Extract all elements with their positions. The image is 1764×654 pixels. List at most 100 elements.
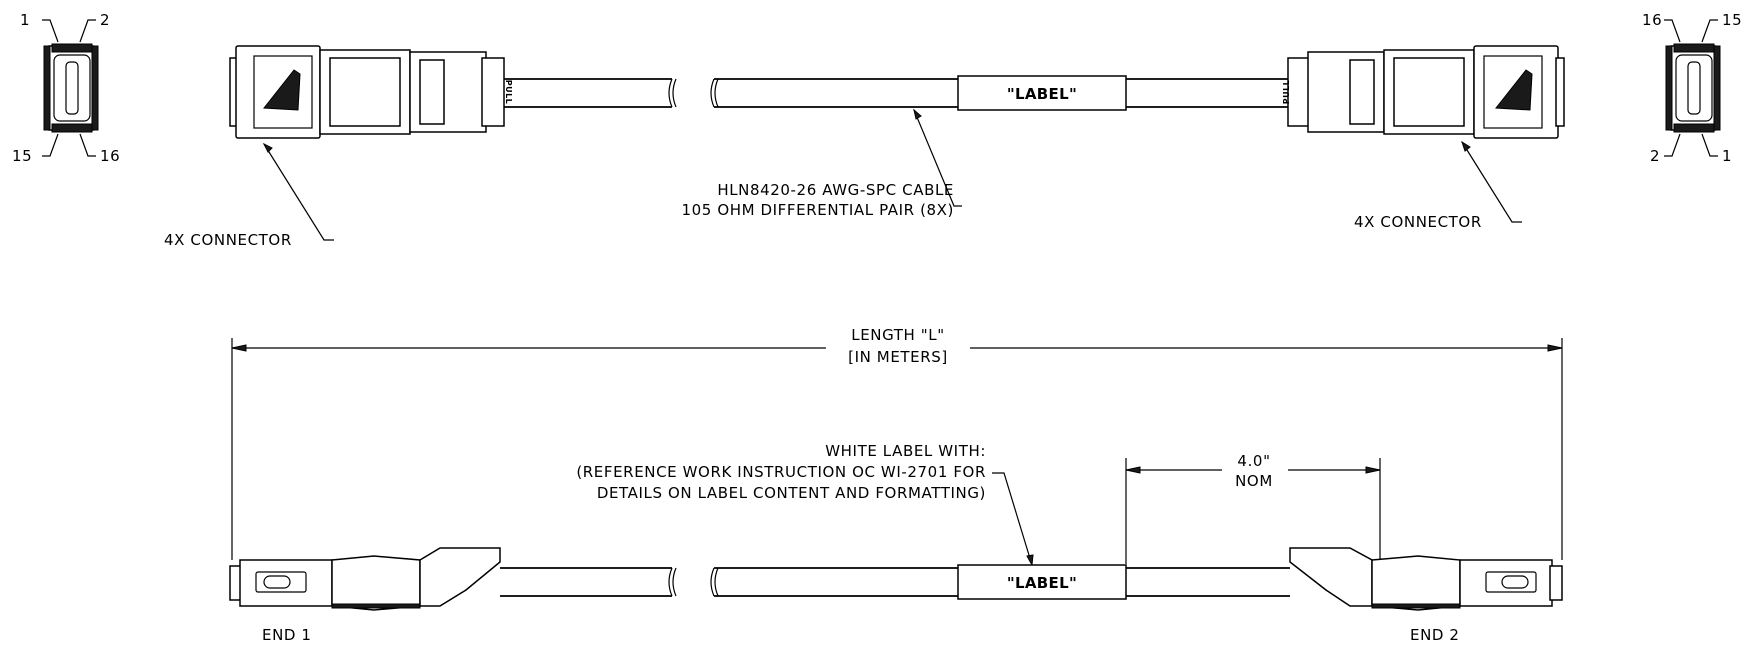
length-label: LENGTH "L": [851, 326, 945, 344]
pin-leader: [79, 19, 96, 43]
note-line3: DETAILS ON LABEL CONTENT AND FORMATTING): [597, 484, 986, 502]
arrowhead: [231, 344, 247, 352]
right-end-view-top-latch: [1673, 43, 1715, 53]
top-view: "LABEL" PULL PULL: [164, 45, 1565, 249]
top-view-left-connector: PULL: [229, 45, 513, 139]
left-end-view-side-rib: [43, 45, 51, 131]
right-end-view: 16 15 2 1: [1642, 11, 1742, 165]
cable-break-mark: [672, 567, 677, 597]
arrowhead: [1547, 344, 1563, 352]
left-end-view-tongue: [65, 61, 79, 115]
left-end-view-side-rib: [91, 45, 99, 131]
side-view-label-sleeve: [957, 564, 1127, 600]
connector-logo-window: [253, 55, 313, 129]
connector-latch-slot: [419, 59, 445, 125]
right-end-view-side-rib: [1713, 45, 1721, 131]
connector-overmold: [331, 555, 421, 611]
cable-break-mark: [714, 567, 719, 597]
arrowhead: [1461, 140, 1471, 152]
pin-label: 1: [20, 11, 30, 29]
cable-break-mark: [714, 78, 719, 108]
side-view-label-text: "LABEL": [1007, 574, 1077, 592]
pin-leader: [1701, 133, 1718, 157]
pin-label: 15: [12, 147, 32, 165]
leader-line: [1461, 141, 1522, 223]
cable-break-mark: [668, 78, 673, 108]
top-view-cable: [500, 78, 1290, 108]
connector-shell: [1459, 559, 1553, 607]
right-end-view-mating-face: [1675, 54, 1713, 122]
pin-label: 1: [1722, 147, 1732, 165]
pin-leader: [42, 19, 59, 43]
connector-latch: [255, 571, 307, 593]
arrowhead: [913, 108, 922, 120]
pin-leader: [1701, 19, 1718, 43]
pin-leader: [1664, 19, 1681, 43]
connector-overmold-face: [1393, 57, 1465, 127]
leader-line: [913, 109, 962, 207]
cable-break-mark: [672, 78, 677, 108]
left-end-view-bottom-latch: [51, 123, 93, 133]
length-unit: [IN METERS]: [848, 348, 948, 366]
side-view-cable: [500, 567, 1290, 597]
arrowhead: [1026, 554, 1034, 567]
leader-line: [263, 143, 334, 241]
connector-strain-relief: [1289, 547, 1373, 607]
end1-label: END 1: [262, 626, 312, 644]
cable-break-mark: [668, 567, 673, 597]
connector-overmold-edge: [331, 603, 421, 609]
side-view-right-connector: [1289, 547, 1563, 611]
pull-tab-text: PULL: [504, 80, 513, 105]
arrowhead: [1365, 466, 1381, 474]
cable-callout-line2: 105 OHM DIFFERENTIAL PAIR (8X): [682, 201, 954, 219]
connector-logo-window: [1483, 55, 1543, 129]
pin-label: 16: [1642, 11, 1662, 29]
note-line2: (REFERENCE WORK INSTRUCTION OC WI-2701 F…: [576, 463, 986, 481]
note-line1: WHITE LABEL WITH:: [825, 442, 986, 460]
offset-value: 4.0": [1237, 452, 1270, 470]
cable-break-mark: [710, 567, 715, 597]
pin-leader: [42, 133, 59, 157]
dimension-text-mask: [826, 322, 970, 370]
arrowhead: [1125, 466, 1141, 474]
pull-tab-text: PULL: [1282, 80, 1291, 105]
connector-latch-window: [1501, 575, 1529, 589]
end2-label: END 2: [1410, 626, 1460, 644]
top-view-label-text: "LABEL": [1007, 85, 1077, 103]
right-end-view-tongue: [1687, 61, 1701, 115]
connector-nose: [1549, 565, 1563, 601]
connector-overmold-edge: [1371, 603, 1461, 609]
pin-leader: [1664, 133, 1681, 157]
right-end-view-side-rib: [1665, 45, 1673, 131]
left-end-view: 1 2 15 16: [12, 11, 120, 165]
connector-latch-window: [263, 575, 291, 589]
side-view: LENGTH "L" [IN METERS] 4.0" NOM WHITE LA…: [229, 322, 1563, 644]
pin-label: 2: [1650, 147, 1660, 165]
left-end-view-mating-face: [53, 54, 91, 122]
left-end-view-top-latch: [51, 43, 93, 53]
dimension-text-mask: [1222, 448, 1288, 494]
cable-break-mark: [710, 78, 715, 108]
connector-overmold-face: [329, 57, 401, 127]
top-view-right-connector: PULL: [1282, 45, 1565, 139]
top-view-label-sleeve: [957, 75, 1127, 111]
offset-qualifier: NOM: [1235, 472, 1273, 490]
pull-tab[interactable]: [1287, 57, 1311, 127]
connector-latch-slot: [1349, 59, 1375, 125]
pin-label: 15: [1722, 11, 1742, 29]
connector-logo-icon: [1495, 69, 1533, 111]
pin-leader: [79, 133, 96, 157]
side-view-left-connector: [229, 547, 501, 611]
pull-tab[interactable]: [481, 57, 505, 127]
connector-shell: [239, 559, 333, 607]
connector-nose: [1555, 57, 1565, 127]
left-connector-callout: 4X CONNECTOR: [164, 231, 292, 249]
pin-label: 2: [100, 11, 110, 29]
arrowhead: [262, 142, 273, 153]
right-end-view-bottom-latch: [1673, 123, 1715, 133]
connector-latch: [1485, 571, 1537, 593]
connector-logo-icon: [263, 69, 301, 111]
cable-callout-line1: HLN8420-26 AWG-SPC CABLE: [717, 181, 954, 199]
